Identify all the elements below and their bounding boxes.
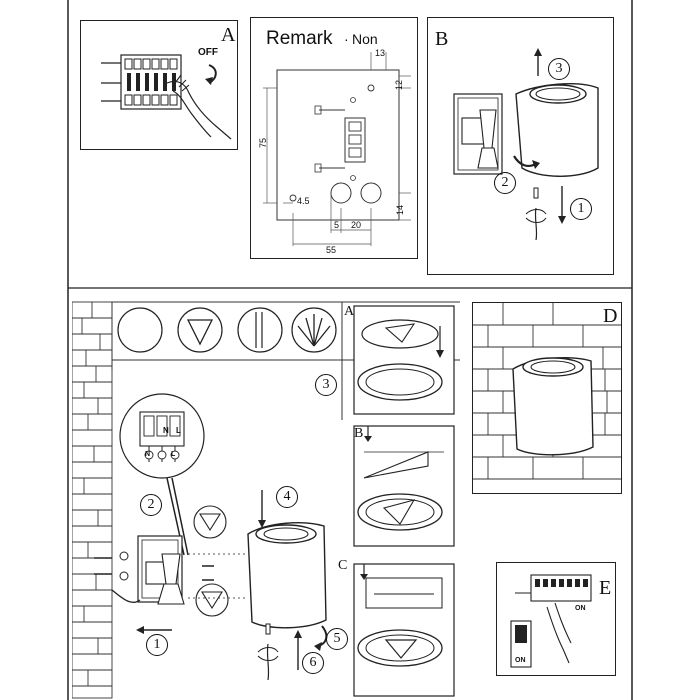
mounting-plate-drawing: [263, 52, 411, 246]
lamp-removal-illustration: [453, 48, 599, 241]
on-label-breaker: ON: [575, 605, 586, 612]
step-main-3: 3: [315, 374, 337, 396]
panel-e: E ON ON: [496, 562, 616, 676]
panel-b-letter: B: [435, 28, 449, 50]
panel-b: B 3 2 1: [427, 17, 614, 275]
dim-right-offset: 12: [394, 79, 404, 90]
panel-e-letter: E: [599, 577, 612, 599]
panel-d: D: [472, 302, 622, 494]
seq-b-letter: B: [354, 426, 364, 441]
step-main-2: 2: [140, 494, 162, 516]
main-install-panel: N L N L 2 4 1 5 6 3: [72, 300, 460, 700]
lens-sequence-illustration: [353, 305, 455, 697]
panel-d-letter: D: [603, 305, 618, 327]
step-main-6: 6: [302, 652, 324, 674]
panel-a: A OFF: [80, 20, 238, 150]
dim-bottom-offset: 14: [395, 204, 405, 215]
remark-value: Non: [352, 31, 378, 47]
terminal-label-n: N: [163, 426, 169, 435]
step-b-1: 1: [570, 198, 592, 220]
dim-height: 75: [258, 137, 268, 148]
off-label: OFF: [198, 47, 218, 58]
wire-label-l: L: [171, 451, 176, 458]
dim-width: 55: [326, 245, 337, 255]
dim-top-offset: 13: [375, 48, 386, 58]
lens-sequence-panel: A B C: [338, 302, 460, 700]
step-main-4: 4: [276, 486, 298, 508]
terminal-label-l: L: [176, 426, 181, 435]
switch-off-hand-illustration: [101, 54, 232, 140]
step-b-2: 2: [494, 172, 516, 194]
remark-panel: Remark · Non: [250, 17, 418, 259]
seq-c-letter: C: [338, 558, 348, 573]
main-install-illustration: [72, 301, 460, 699]
dim-gap-mid: 20: [351, 220, 362, 230]
switch-on-illustration: [510, 574, 592, 668]
installed-lamp-illustration: [473, 303, 621, 480]
wire-label-n: N: [145, 451, 151, 458]
dim-hole: 4.5: [297, 196, 310, 206]
on-label-switch: ON: [515, 657, 526, 664]
step-main-5: 5: [326, 628, 348, 650]
step-b-3: 3: [548, 58, 570, 80]
remark-dot: ·: [344, 31, 349, 47]
panel-a-letter: A: [221, 24, 236, 46]
step-main-1: 1: [146, 634, 168, 656]
seq-a-letter: A: [344, 304, 355, 319]
remark-title: Remark: [266, 28, 333, 49]
dim-gap-small: 5: [334, 220, 340, 230]
